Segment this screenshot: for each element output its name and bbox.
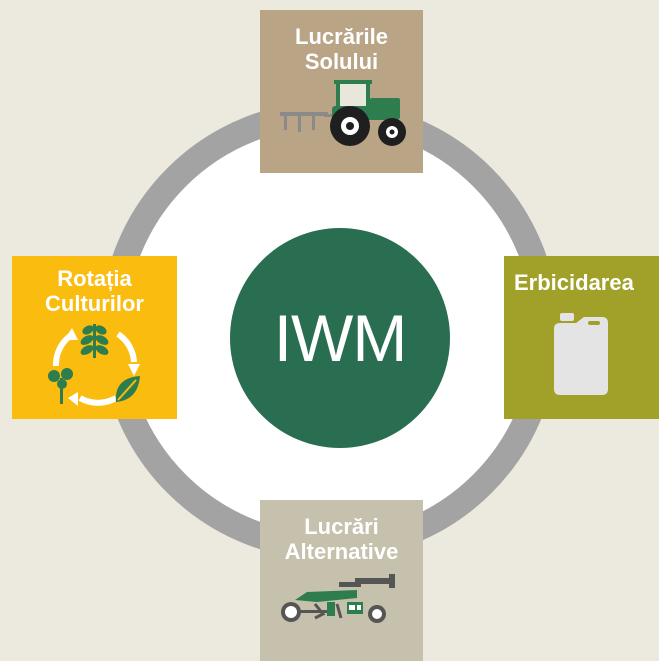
node-crop-rotation: Rotația Culturilor [12,256,177,419]
node-alternative-works-label: Lucrări Alternative [284,514,399,564]
tractor-icon [279,80,406,146]
node-crop-rotation-label: Rotația Culturilor [45,266,144,316]
center-label: IWM [273,301,408,375]
cultivator-icon [280,574,395,623]
node-soil-works: Lucrările Solului [260,10,423,173]
node-soil-works-label: Lucrările Solului [295,24,388,74]
canister-icon [554,313,608,395]
center-circle: IWM [230,228,450,448]
node-herbicide: Erbicidarea [504,256,659,419]
node-alternative-works: Lucrări Alternative [260,500,423,661]
crop-rotation-icon [47,324,140,406]
node-herbicide-label: Erbicidarea [514,270,634,295]
